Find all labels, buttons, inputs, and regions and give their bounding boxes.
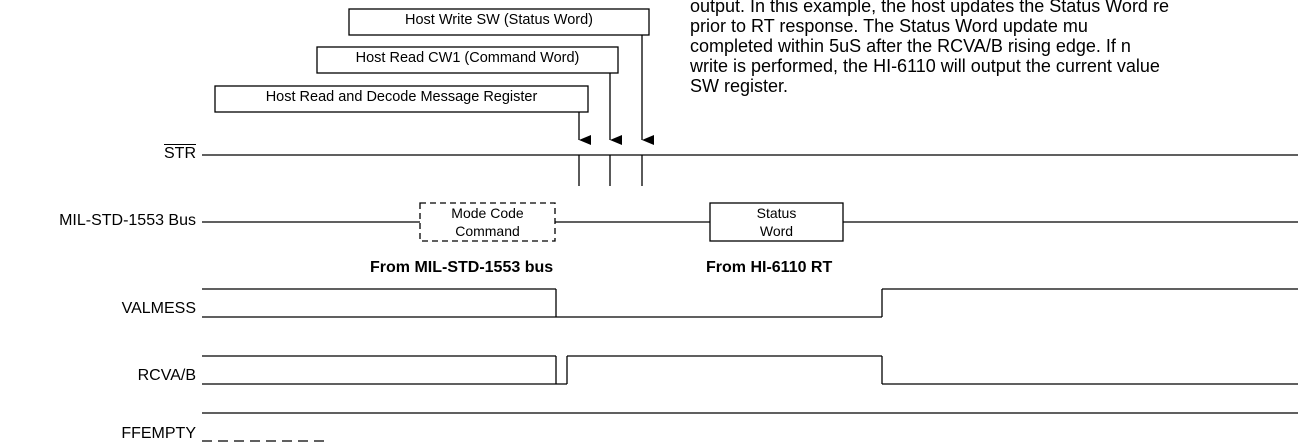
mode-code-command-box bbox=[419, 202, 556, 242]
paragraph-line-3: completed within 5uS after the RCVA/B ri… bbox=[690, 36, 1131, 56]
host-read-decode-box bbox=[214, 85, 589, 113]
host-read-cw1-label: Host Read CW1 (Command Word) bbox=[355, 50, 580, 66]
signal-label-ffempty: FFEMPTY bbox=[121, 425, 196, 442]
signal-label-str: STR bbox=[164, 145, 196, 162]
paragraph-line-4: write is performed, the HI-6110 will out… bbox=[690, 56, 1160, 76]
caption-from-rt: From HI-6110 RT bbox=[706, 259, 833, 276]
signal-label-rcvab: RCVA/B bbox=[137, 367, 196, 384]
paragraph-line-5: SW register. bbox=[690, 76, 789, 96]
signal-label-valmess: VALMESS bbox=[121, 300, 196, 317]
signal-label-bus: MIL-STD-1553 Bus bbox=[59, 212, 196, 229]
host-read-decode-label: Host Read and Decode Message Register bbox=[265, 89, 538, 105]
paragraph-line-1: output. In this example, the host update… bbox=[690, 0, 1169, 16]
status-word-text-line-2: Word bbox=[759, 223, 794, 239]
host-write-sw-box bbox=[348, 8, 650, 36]
host-write-sw-label: Host Write SW (Status Word) bbox=[405, 12, 593, 28]
host-read-cw1-box bbox=[316, 46, 619, 74]
mode-code-text-line-2: Command bbox=[455, 223, 520, 239]
status-word-box bbox=[709, 202, 844, 242]
mode-code-text-line-1: Mode Code bbox=[451, 205, 524, 221]
caption-from-bus: From MIL-STD-1553 bus bbox=[370, 259, 554, 276]
status-word-text-line-1: Status bbox=[756, 205, 797, 221]
paragraph-line-2: prior to RT response. The Status Word up… bbox=[690, 16, 1088, 36]
